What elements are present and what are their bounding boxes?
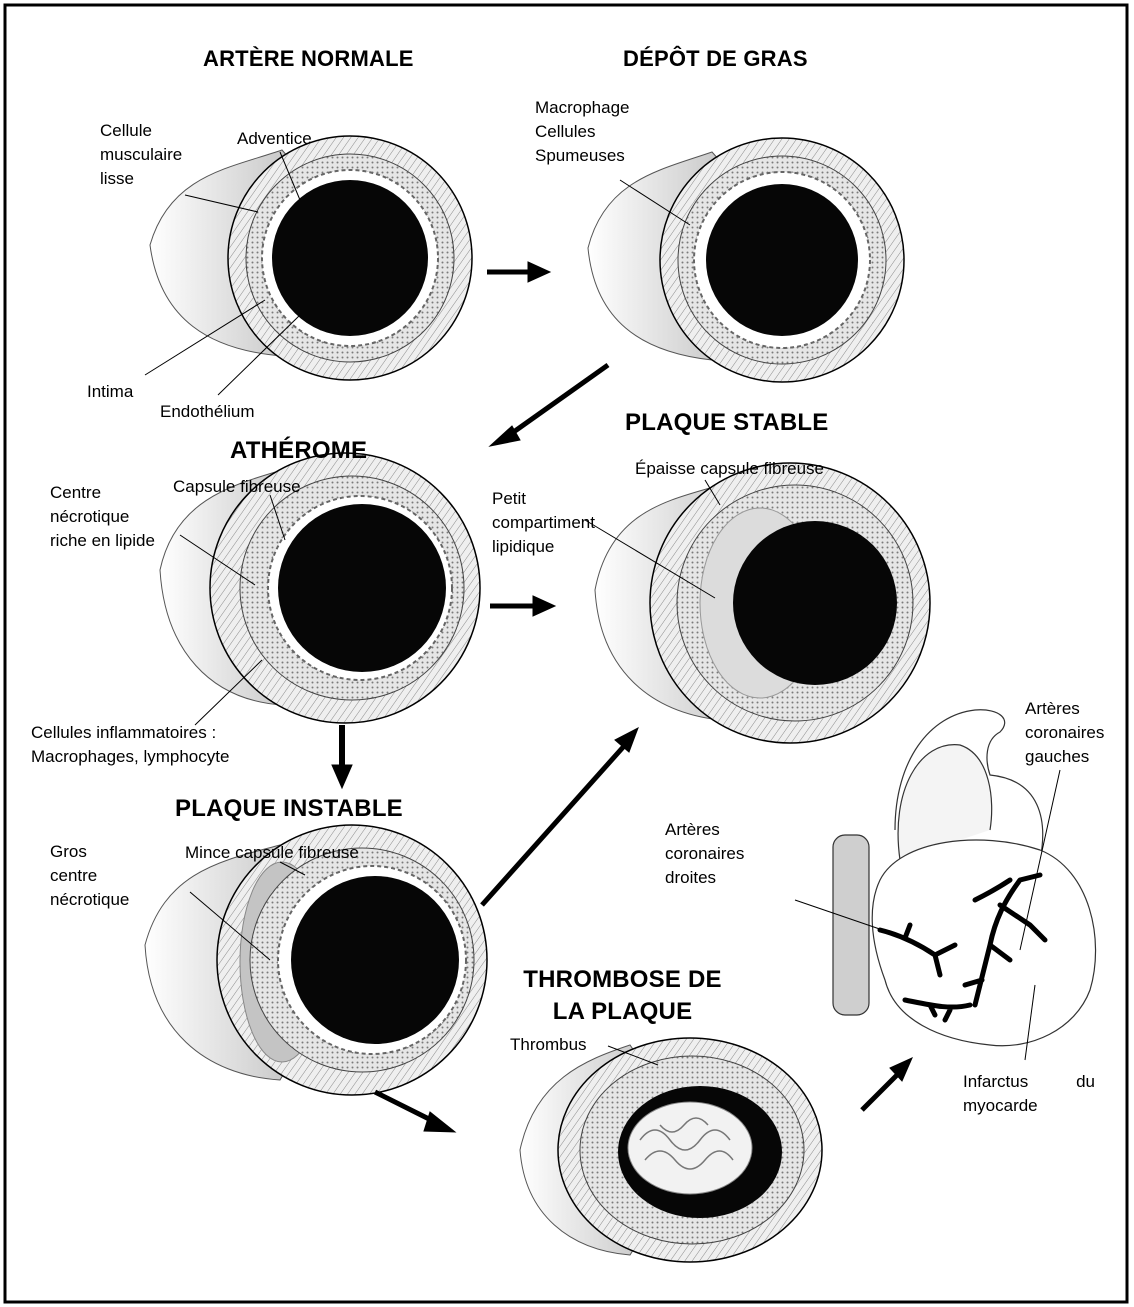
arrow-fat-to-atherome [490, 365, 608, 446]
title-thrombosis-line1: THROMBOSE DE [505, 966, 740, 994]
artery-lumen [272, 180, 428, 336]
label-myocardial-infarction: Infarctus du myocarde [963, 1070, 1095, 1118]
label-thrombus: Thrombus [510, 1033, 587, 1057]
label-adventitia: Adventice [237, 127, 312, 151]
fat-deposit-artery-cross-section [588, 138, 904, 382]
title-fat-deposit: DÉPÔT DE GRAS [623, 46, 808, 72]
label-inflammatory-cells: Cellules inflammatoires : Macrophages, l… [31, 721, 229, 769]
arrow-atherome-to-unstable [332, 725, 352, 788]
normal-artery-cross-section [150, 136, 472, 380]
arrow-normal-to-fat [487, 262, 550, 282]
arrow-unstable-to-stable [482, 728, 638, 905]
artery-lumen [733, 521, 897, 685]
label-right-coronary-arteries: Artères coronaires droites [665, 818, 744, 890]
thrombus-mass [628, 1102, 752, 1194]
title-stable-plaque: PLAQUE STABLE [625, 409, 829, 437]
arrow-atherome-to-stable [490, 596, 555, 616]
thrombosis-artery-cross-section [520, 1038, 822, 1262]
label-infarct-du: du [1076, 1070, 1095, 1094]
label-large-necrotic-center: Gros centre nécrotique [50, 840, 129, 912]
unstable-plaque-artery-cross-section [145, 825, 487, 1095]
artery-lumen [291, 876, 459, 1044]
label-fibrous-capsule: Capsule fibreuse [173, 475, 301, 499]
title-thrombosis-line2: LA PLAQUE [505, 998, 740, 1026]
label-infarct-myocarde: myocarde [963, 1094, 1095, 1118]
title-normal-artery: ARTÈRE NORMALE [203, 46, 414, 72]
artery-lumen [278, 504, 446, 672]
label-endothelium: Endothélium [160, 400, 255, 424]
arrow-thrombosis-to-infarct [862, 1058, 912, 1110]
label-thick-fibrous-capsule: Épaisse capsule fibreuse [635, 457, 824, 481]
title-unstable-plaque: PLAQUE INSTABLE [175, 795, 403, 823]
arrow-unstable-to-thrombosis [375, 1092, 455, 1132]
label-intima: Intima [87, 380, 133, 404]
stable-plaque-artery-cross-section [595, 463, 930, 743]
label-thin-fibrous-capsule: Mince capsule fibreuse [185, 841, 359, 865]
label-macrophage-foam-cells: Macrophage Cellules Spumeuses [535, 96, 630, 168]
label-infarct-word: Infarctus [963, 1070, 1028, 1094]
label-smooth-muscle-cell: Cellule musculaire lisse [100, 119, 182, 191]
title-atherome: ATHÉROME [230, 437, 367, 465]
label-necrotic-lipid-center: Centre nécrotique riche en lipide [50, 481, 155, 553]
artery-lumen [706, 184, 858, 336]
label-left-coronary-arteries: Artères coronaires gauches [1025, 697, 1104, 769]
superior-vena-cava [833, 835, 869, 1015]
heart-body [872, 840, 1095, 1046]
label-small-lipid-compartment: Petit compartiment lipidique [492, 487, 595, 559]
